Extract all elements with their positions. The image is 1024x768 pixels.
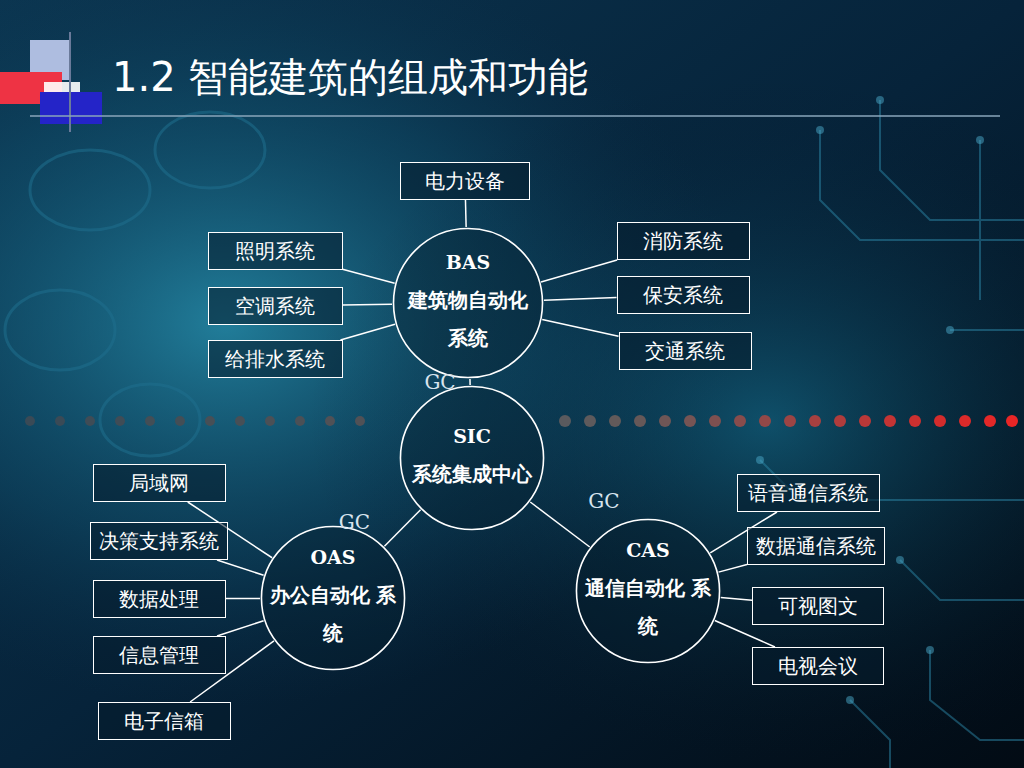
node-label: 语音通信系统	[748, 480, 868, 507]
node-label: 局域网	[129, 470, 189, 497]
node-sublabel: 建筑物自动化 系统	[401, 281, 536, 357]
subsystem-box: 交通系统	[619, 332, 752, 370]
edge-label: GC	[588, 489, 619, 513]
connector-line	[530, 502, 590, 547]
edge-label: GC	[424, 370, 455, 394]
node-label: 空调系统	[235, 293, 315, 320]
subsystem-box: 空调系统	[208, 287, 343, 325]
subsystem-box: 照明系统	[208, 232, 343, 270]
edge-label: GC	[339, 510, 370, 534]
connector-line	[217, 560, 264, 575]
node-sublabel: 通信自动化 系统	[581, 569, 716, 645]
connector-line	[469, 379, 470, 385]
node-label: 电力设备	[425, 168, 505, 195]
connector-line	[340, 324, 395, 340]
system-circle: SIC 系统集成中心	[399, 385, 545, 531]
subsystem-box: 消防系统	[617, 222, 750, 260]
subsystem-box: 电子信箱	[98, 702, 231, 740]
subsystem-box: 保安系统	[617, 276, 750, 314]
connector-line	[384, 510, 420, 546]
circle-outline	[399, 385, 545, 531]
subsystem-box: 信息管理	[93, 636, 226, 674]
node-label: 电视会议	[778, 653, 858, 680]
node-label: 信息管理	[119, 642, 199, 669]
subsystem-box: 局域网	[93, 464, 226, 502]
subsystem-box: 数据处理	[93, 580, 226, 618]
subsystem-box: 数据通信系统	[747, 527, 885, 565]
node-sublabel: 系统集成中心	[405, 455, 540, 493]
node-label: 电子信箱	[124, 708, 204, 735]
connector-line	[541, 260, 617, 282]
connector-line	[544, 297, 617, 300]
system-circle: OAS 办公自动化 系统	[260, 525, 406, 671]
subsystem-box: 电视会议	[752, 647, 884, 685]
node-label: 消防系统	[643, 228, 723, 255]
connector-line	[719, 564, 747, 572]
node-label: 数据处理	[119, 586, 199, 613]
slide-title: 1.2 智能建筑的组成和功能	[112, 50, 588, 105]
connector-line	[217, 621, 264, 636]
subsystem-box: 给排水系统	[208, 340, 343, 378]
connector-line	[542, 319, 618, 336]
node-label: CAS	[626, 537, 670, 564]
node-sublabel: 办公自动化 系统	[266, 576, 401, 652]
node-label: SIC	[453, 423, 491, 450]
node-label: BAS	[446, 249, 491, 276]
node-label: 给排水系统	[225, 346, 325, 373]
system-circle: BAS 建筑物自动化 系统	[392, 227, 544, 379]
node-label: 决策支持系统	[99, 528, 219, 555]
subsystem-box: 语音通信系统	[737, 474, 880, 512]
subsystem-box: 可视图文	[752, 587, 884, 625]
node-label: OAS	[310, 544, 355, 571]
connector-line	[343, 304, 393, 306]
node-label: 可视图文	[778, 593, 858, 620]
system-circle: CAS 通信自动化 系统	[575, 518, 721, 664]
connector-line	[226, 598, 261, 599]
node-label: 保安系统	[643, 282, 723, 309]
connector-line	[721, 597, 752, 600]
node-label: 数据通信系统	[756, 533, 876, 560]
node-label: 照明系统	[235, 238, 315, 265]
connector-line	[465, 200, 467, 227]
subsystem-box: 决策支持系统	[90, 522, 228, 560]
connector-line	[343, 269, 395, 283]
subsystem-box: 电力设备	[400, 162, 530, 200]
node-label: 交通系统	[645, 338, 725, 365]
